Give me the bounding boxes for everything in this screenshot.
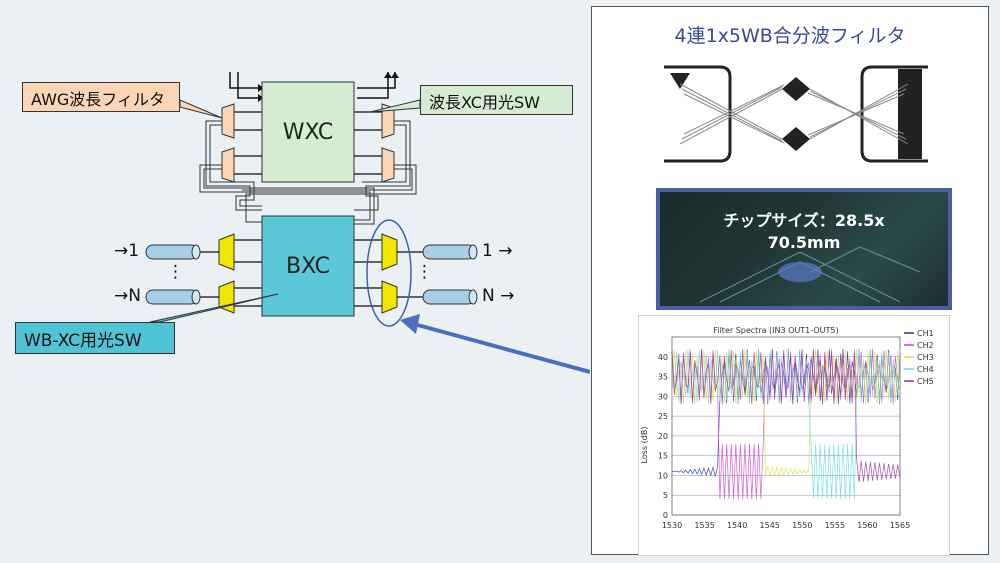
wb-filters-right xyxy=(381,233,398,314)
chip-size-caption: チップサイズ：28.5x 70.5mm xyxy=(660,210,948,254)
y-tick-label: 15 xyxy=(658,452,668,461)
y-tick-label: 20 xyxy=(658,432,668,441)
legend-label: CH4 xyxy=(917,365,934,374)
xc-node-diagram xyxy=(145,72,590,374)
pointer-arrowhead xyxy=(400,314,420,334)
filter-spectra-chart: Filter Spectra (IN3 OUT1-OUT5) Loss (dB)… xyxy=(638,315,950,556)
x-tick-label: 1530 xyxy=(662,521,682,530)
chip-caption-line2: 70.5mm xyxy=(767,233,841,252)
wxc-label: WXC xyxy=(282,120,334,145)
plot-area xyxy=(671,336,901,516)
filter-info-panel: 4連1x5WB合分波フィルタ チップサイズ： xyxy=(591,6,989,556)
bxc-label: BXC xyxy=(286,254,330,279)
chart-ylabel: Loss (dB) xyxy=(640,427,649,464)
wb-filter-highlight xyxy=(366,219,412,327)
x-tick-label: 1550 xyxy=(792,521,812,530)
wb-filters-left xyxy=(218,233,235,314)
chip-waveguides xyxy=(699,246,921,303)
wb-xc-sw-callout: WB-XC用光SW xyxy=(15,322,175,354)
wxc-box xyxy=(261,81,355,183)
legend-label: CH1 xyxy=(917,329,934,338)
fibers-left xyxy=(145,244,219,305)
output-port-1: 1 → xyxy=(482,241,513,261)
panel-title: 4連1x5WB合分波フィルタ xyxy=(674,25,906,47)
pointer-arrow-line xyxy=(413,322,590,374)
y-tick-label: 40 xyxy=(658,353,668,362)
x-tick-label: 1535 xyxy=(694,521,714,530)
chip-photo: チップサイズ：28.5x 70.5mm xyxy=(656,188,952,310)
x-tick-label: 1560 xyxy=(857,521,877,530)
wxc-input-arrows xyxy=(229,72,396,99)
x-tick-label: 1545 xyxy=(760,521,780,530)
series-line-ch4 xyxy=(671,348,901,499)
y-tick-label: 10 xyxy=(658,471,668,480)
input-ellipsis: ⋮ xyxy=(167,262,184,282)
filter-layout-drawing xyxy=(660,59,932,169)
wavelength-xc-sw-callout: 波長XC用光SW xyxy=(420,85,573,115)
y-tick-label: 0 xyxy=(663,511,668,520)
legend-label: CH2 xyxy=(917,341,934,350)
chart-title: Filter Spectra (IN3 OUT1-OUT5) xyxy=(713,326,838,335)
bxc-box xyxy=(261,215,355,317)
chart-ticks: 0 5 10 15 20 25 30 35 40 1530 1535 1540 1545 1550 1555… xyxy=(658,353,910,530)
output-port-n: N → xyxy=(482,286,515,306)
input-port-n: →N xyxy=(114,286,141,306)
y-tick-label: 30 xyxy=(658,392,668,401)
y-tick-label: 25 xyxy=(658,412,668,421)
chart-series xyxy=(671,348,901,500)
x-tick-label: 1555 xyxy=(825,521,845,530)
wxc-internal-lines xyxy=(234,111,382,175)
x-tick-label: 1540 xyxy=(727,521,747,530)
input-port-1: →1 xyxy=(114,241,140,261)
legend-label: CH3 xyxy=(917,353,934,362)
legend-label: CH5 xyxy=(917,377,934,386)
fibers-right xyxy=(397,244,478,305)
x-tick-label: 1565 xyxy=(890,521,910,530)
chip-caption-line1: チップサイズ：28.5x xyxy=(723,211,885,230)
y-tick-label: 5 xyxy=(663,491,668,500)
output-ellipsis: ⋮ xyxy=(416,262,433,282)
awg-filter-callout: AWG波長フィルタ xyxy=(22,82,180,112)
wxc-bxc-fiber-loops xyxy=(199,120,417,225)
awg-filters-left xyxy=(221,103,235,183)
awg-filters-right xyxy=(381,103,395,183)
series-line-ch5 xyxy=(671,348,901,483)
y-tick-label: 35 xyxy=(658,373,668,382)
